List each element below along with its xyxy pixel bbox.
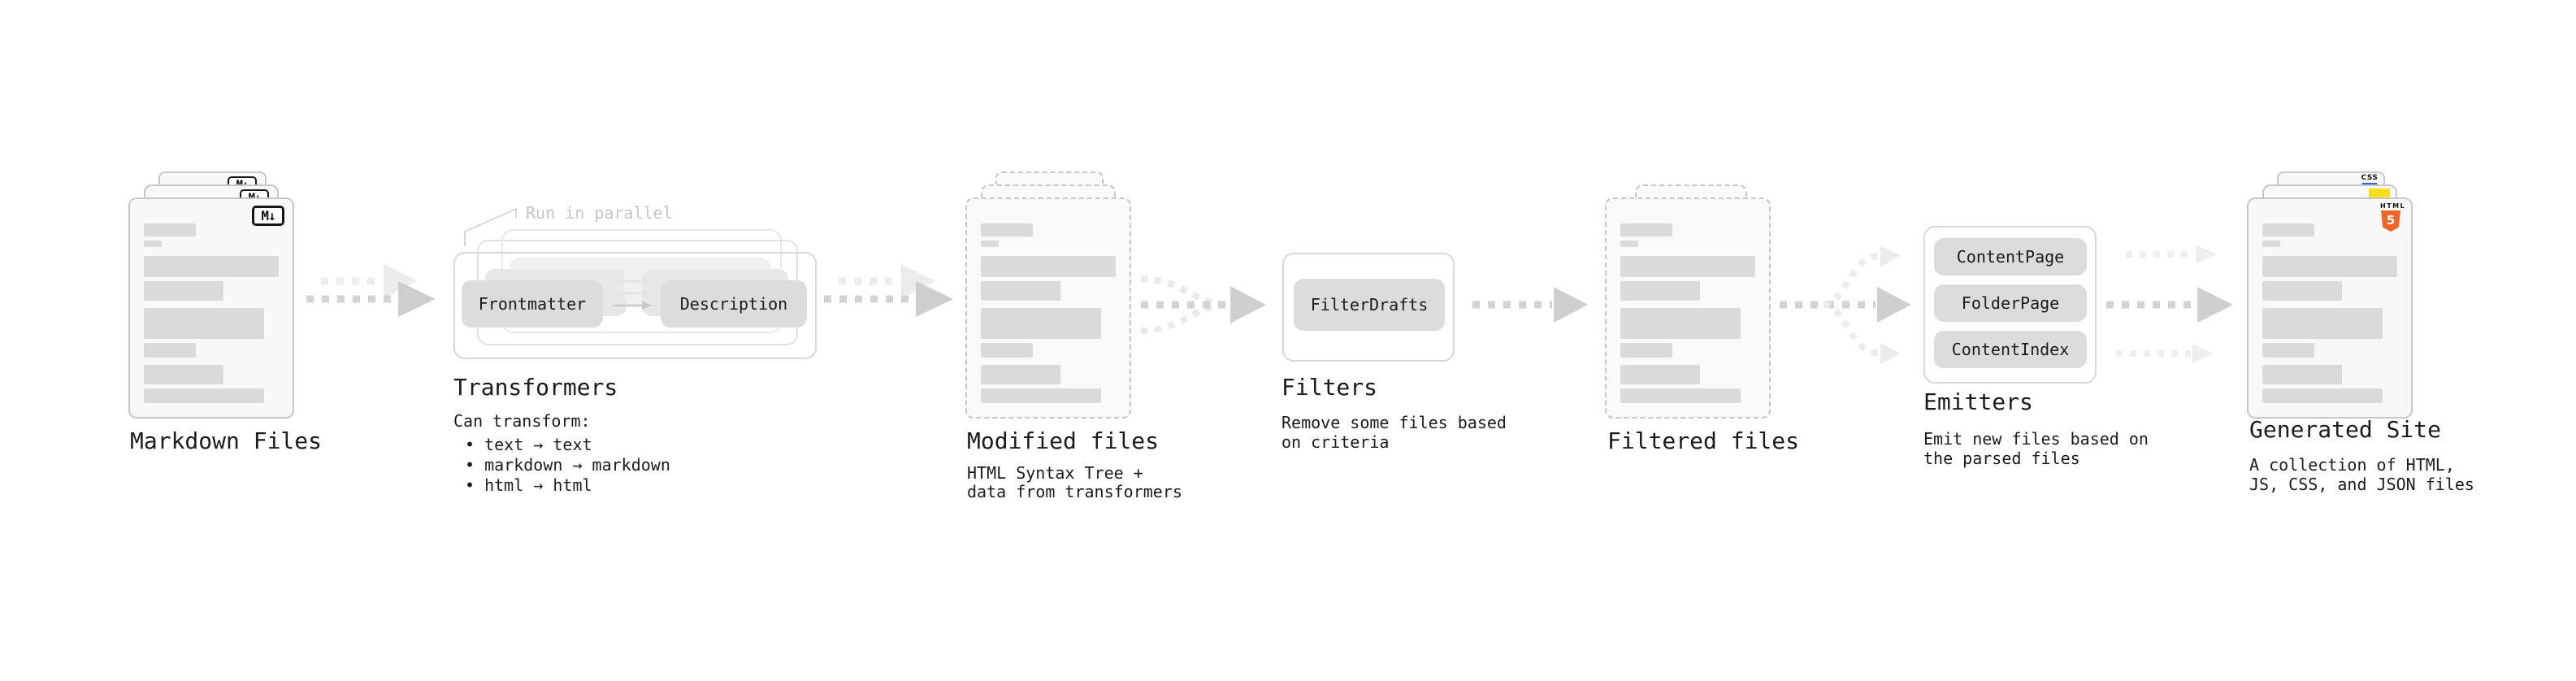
text-line-placeholder [144, 365, 223, 384]
text-line-placeholder [2262, 365, 2342, 384]
contentpage-emitter-pill: ContentPage [1934, 238, 2087, 275]
transformers-desc-title: Can transform: [453, 411, 591, 431]
filters-desc-line: on criteria [1281, 432, 1390, 452]
emitters-desc-line: the parsed files [1923, 449, 2080, 468]
transformers-label: Transformers [453, 374, 618, 401]
text-line-placeholder [144, 256, 279, 277]
text-line-placeholder [981, 365, 1060, 384]
text-line-placeholder [1620, 241, 1638, 247]
modified-files-desc-line: HTML Syntax Tree + [967, 463, 1143, 483]
text-line-placeholder [981, 308, 1101, 339]
text-line-placeholder [981, 256, 1116, 277]
split-arrow-filtered-to-emitters [1780, 245, 1911, 364]
text-line-placeholder [981, 388, 1101, 403]
text-line-placeholder [1620, 281, 1700, 301]
markdown-files-stack: M↓ M↓ M↓ [128, 171, 294, 419]
text-line-placeholder [1620, 223, 1672, 236]
modified-file-card-front [965, 197, 1131, 419]
file-content-placeholder [981, 199, 1123, 417]
contentindex-emitter-pill: ContentIndex [1934, 331, 2087, 368]
transformer-layer-front [453, 252, 817, 359]
js-icon [2369, 189, 2390, 198]
filters-label: Filters [1281, 374, 1378, 401]
text-line-placeholder [1620, 308, 1741, 339]
transformers-bullet: • markdown → markdown [465, 455, 670, 475]
text-line-placeholder [2262, 241, 2280, 247]
flow-arrow-transformers-to-modified [824, 264, 953, 317]
filtered-file-card-front [1605, 197, 1771, 419]
text-line-placeholder [144, 308, 264, 339]
text-line-placeholder [981, 223, 1033, 236]
markdown-file-card-front: M↓ [128, 197, 294, 419]
transformers-bullet: • text → text [465, 435, 592, 454]
text-line-placeholder [981, 281, 1060, 301]
markdown-files-label: Markdown Files [130, 427, 323, 454]
text-line-placeholder [1620, 388, 1741, 403]
css-icon: CSS [2359, 175, 2380, 185]
file-content-placeholder [1620, 199, 1763, 417]
frontmatter-transformer-pill: Frontmatter [462, 280, 603, 327]
html5-icon: HTML 5 [2380, 203, 2405, 232]
transformer-step-arrows [613, 276, 652, 310]
filters-desc-line: Remove some files based [1281, 413, 1507, 432]
emitters-label: Emitters [1923, 388, 2033, 415]
text-line-placeholder [981, 241, 999, 247]
file-content-placeholder [2262, 199, 2405, 417]
generated-site-desc-line: JS, CSS, and JSON files [2249, 475, 2474, 494]
text-line-placeholder [1620, 365, 1700, 384]
markdown-icon: M↓ [252, 206, 284, 226]
merge-arrow-modified-to-filters [1140, 275, 1266, 334]
run-in-parallel-annotation: Run in parallel [526, 203, 673, 223]
text-line-placeholder [144, 388, 264, 403]
modified-files-desc-line: data from transformers [967, 482, 1182, 501]
text-line-placeholder [1620, 256, 1755, 277]
filtered-files-label: Filtered files [1607, 427, 1800, 454]
flow-arrow-filters-to-filtered [1472, 287, 1588, 323]
transformers-bullet: • html → html [465, 475, 592, 495]
filterdrafts-pill: FilterDrafts [1294, 279, 1445, 331]
triple-arrow-emitters-to-site [2106, 245, 2233, 363]
text-line-placeholder [144, 241, 162, 247]
text-line-placeholder [2262, 388, 2383, 403]
text-line-placeholder [144, 343, 196, 358]
modified-files-stack [965, 171, 1131, 419]
description-transformer-pill: Description [661, 280, 807, 327]
text-line-placeholder [144, 281, 223, 301]
text-line-placeholder [981, 343, 1033, 358]
text-line-placeholder [2262, 223, 2314, 236]
generated-site-desc-line: A collection of HTML, [2249, 455, 2455, 475]
text-line-placeholder [2262, 308, 2383, 339]
flow-arrow-markdown-to-transformers [306, 264, 436, 317]
filtered-files-stack [1605, 171, 1771, 419]
emitters-desc-line: Emit new files based on [1923, 429, 2149, 449]
text-line-placeholder [2262, 281, 2342, 301]
text-line-placeholder [1620, 343, 1672, 358]
annotation-leader-line [464, 207, 517, 246]
text-line-placeholder [144, 223, 196, 236]
text-line-placeholder [2262, 256, 2397, 277]
generated-site-stack: CSS HTML 5 [2247, 171, 2413, 419]
html-file-card: HTML 5 [2247, 197, 2413, 419]
generated-site-label: Generated Site [2249, 416, 2442, 443]
folderpage-emitter-pill: FolderPage [1934, 284, 2087, 322]
file-content-placeholder [144, 199, 286, 417]
modified-files-label: Modified files [967, 427, 1160, 454]
text-line-placeholder [2262, 343, 2314, 358]
